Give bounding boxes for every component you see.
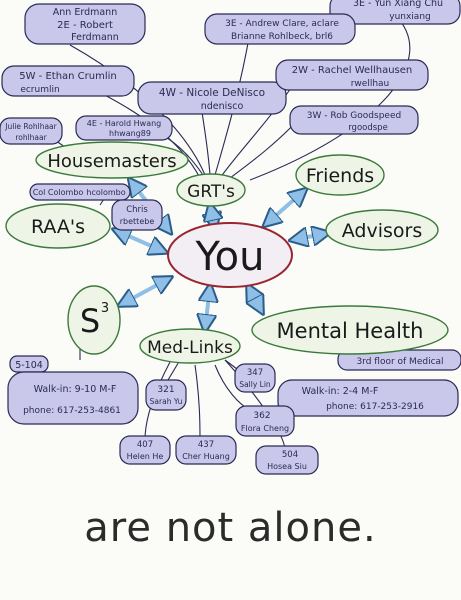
tutor-4w-line1: 4W - Nicole DeNisco xyxy=(159,87,265,99)
tutor-3w-line1: 3W - Rob Goodspeed xyxy=(307,111,401,121)
tutor-3e-clare: 3E - Andrew Clare, aclare Brianne Rohlbe… xyxy=(204,13,356,45)
housemaster-julie: Julie Rohlhaar rohlhaar xyxy=(0,117,63,145)
hubs: GRT's Friends Advisors Housemasters RAA'… xyxy=(5,141,449,364)
raa-chris-line1: Chris xyxy=(126,205,148,215)
medlink-437-name: Cher Huang xyxy=(182,452,230,461)
arrow-mental-health xyxy=(248,286,262,312)
medlink-504-name: Hosea Siu xyxy=(267,462,307,471)
hub-friends: Friends xyxy=(295,154,385,196)
tutor-2w: 2W - Rachel Wellhausen rwellhau xyxy=(275,59,429,91)
medlink-321-room: 321 xyxy=(157,385,174,395)
medlink-437: 437 Cher Huang xyxy=(175,435,237,465)
medlink-321: 321 Sarah Yu xyxy=(145,379,187,411)
center-label: You xyxy=(195,234,265,280)
s3-office-room: 5-104 xyxy=(15,360,43,371)
connector-437 xyxy=(194,364,201,441)
tutor-2e: Ann Erdmann 2E - Robert Ferdmann xyxy=(24,3,146,45)
tutor-3w-line2: rgoodspe xyxy=(348,123,388,133)
tutor-4e-line1: 4E - Harold Hwang xyxy=(87,119,162,128)
tutor-2e-line3: Ferdmann xyxy=(71,32,119,43)
tutor-3e-chu: 3E - Yun Xiang Chu yunxiang xyxy=(329,0,461,25)
mh-office-hours: Walk-in: 2-4 M-F xyxy=(302,386,379,397)
hub-s3: S 3 xyxy=(67,285,121,355)
grt-tutor-pills: Ann Erdmann 2E - Robert Ferdmann 3E - Yu… xyxy=(1,0,461,141)
medlink-407-name: Helen He xyxy=(127,452,164,461)
arrow-friends xyxy=(265,190,305,225)
medlinks-pills: 321 Sarah Yu 347 Sally Lin 362 Flora Che… xyxy=(119,363,319,475)
hub-arrows xyxy=(115,180,328,330)
s3-office-phone: phone: 617-253-4861 xyxy=(23,406,121,416)
tutor-2w-line1: 2W - Rachel Wellhausen xyxy=(292,65,413,76)
arrow-advisors xyxy=(292,233,328,240)
connector-3w xyxy=(224,117,301,183)
tutor-2e-line2: 2E - Robert xyxy=(57,20,113,31)
tutor-3e-clare-line1: 3E - Andrew Clare, aclare xyxy=(225,19,339,29)
hub-grts: GRT's xyxy=(176,173,246,207)
tutor-3w: 3W - Rob Goodspeed rgoodspe xyxy=(289,105,419,135)
tutor-2w-line2: rwellhau xyxy=(351,79,390,89)
mental-health-office-pill: 3rd floor of Medical Walk-in: 2-4 M-F ph… xyxy=(277,349,461,417)
housemaster-pills: Julie Rohlhaar rohlhaar Col Colombo hcol… xyxy=(0,117,131,201)
hub-friends-label: Friends xyxy=(306,165,374,187)
hub-housemasters: Housemasters xyxy=(35,141,189,179)
medlink-321-name: Sarah Yu xyxy=(150,397,183,406)
raa-chris: Chris rbettebe xyxy=(111,199,163,231)
s3-office-pill: 5-104 Walk-in: 9-10 M-F phone: 617-253-4… xyxy=(7,355,139,425)
medlink-362-room: 362 xyxy=(253,411,270,421)
tutor-5w-line1: 5W - Ethan Crumlin xyxy=(19,71,117,82)
center-you: You xyxy=(167,222,293,288)
medlink-407-room: 407 xyxy=(137,440,153,450)
hub-s3-label: S xyxy=(80,302,100,340)
medlink-362: 362 Flora Cheng xyxy=(235,405,295,437)
housemaster-julie-line2: rohlhaar xyxy=(15,133,47,142)
tutor-4w: 4W - Nicole DeNisco ndenisco xyxy=(137,81,287,115)
tutor-4e-line2: hhwang89 xyxy=(109,129,151,138)
housemaster-colombo-line1: Col Colombo xyxy=(33,188,84,197)
housemaster-colombo-line2: hcolombo xyxy=(86,188,125,197)
housemaster-julie-line1: Julie Rohlhaar xyxy=(4,122,57,131)
hub-housemasters-label: Housemasters xyxy=(47,151,176,172)
mh-office-phone: phone: 617-253-2916 xyxy=(326,402,424,412)
connector-407 xyxy=(144,361,171,441)
s3-office-hours: Walk-in: 9-10 M-F xyxy=(34,384,117,395)
tutor-4e: 4E - Harold Hwang hhwang89 xyxy=(75,115,173,141)
medlink-504: 504 Hosea Siu xyxy=(255,445,319,475)
hub-advisors-label: Advisors xyxy=(342,220,422,242)
medlink-347-name: Sally Lin xyxy=(239,380,271,389)
connector-3e-chu xyxy=(249,14,411,181)
raa-chris-line2: rbettebe xyxy=(120,217,155,226)
hub-medlinks-label: Med-Links xyxy=(147,338,233,358)
hub-medlinks: Med-Links xyxy=(139,328,241,364)
tutor-5w-line2: ecrumlin xyxy=(20,85,59,95)
tutor-5w: 5W - Ethan Crumlin ecrumlin xyxy=(1,65,135,97)
medlink-437-room: 437 xyxy=(198,440,214,450)
medlink-347-room: 347 xyxy=(247,368,263,378)
medlink-407: 407 Helen He xyxy=(119,435,171,465)
medlink-347: 347 Sally Lin xyxy=(234,363,276,393)
tagline: are not alone. xyxy=(84,505,377,551)
hub-raas: RAA's xyxy=(5,203,111,249)
tutor-3e-chu-line2: yunxiang xyxy=(389,12,431,22)
housemaster-colombo: Col Colombo hcolombo xyxy=(29,183,131,201)
raa-pills: Chris rbettebe xyxy=(111,199,163,231)
arrow-s3 xyxy=(120,278,170,305)
mh-office-floor: 3rd floor of Medical xyxy=(356,357,443,367)
hub-mental-health: Mental Health xyxy=(251,305,449,355)
tutor-3e-chu-line1: 3E - Yun Xiang Chu xyxy=(353,0,443,9)
medlink-504-room: 504 xyxy=(282,450,298,460)
hub-mental-health-label: Mental Health xyxy=(277,319,424,343)
tutor-2e-line1: Ann Erdmann xyxy=(53,7,117,18)
arrow-medlinks xyxy=(205,286,210,330)
arrow-raas xyxy=(115,230,165,252)
hub-grts-label: GRT's xyxy=(187,182,235,202)
hub-raas-label: RAA's xyxy=(31,216,85,238)
hub-s3-superscript: 3 xyxy=(101,301,109,316)
medlink-362-name: Flora Cheng xyxy=(241,424,289,433)
tutor-4w-line2: ndenisco xyxy=(201,101,244,112)
tutor-3e-clare-line2: Brianne Rohlbeck, brl6 xyxy=(231,32,333,42)
hub-advisors: Advisors xyxy=(325,209,439,251)
